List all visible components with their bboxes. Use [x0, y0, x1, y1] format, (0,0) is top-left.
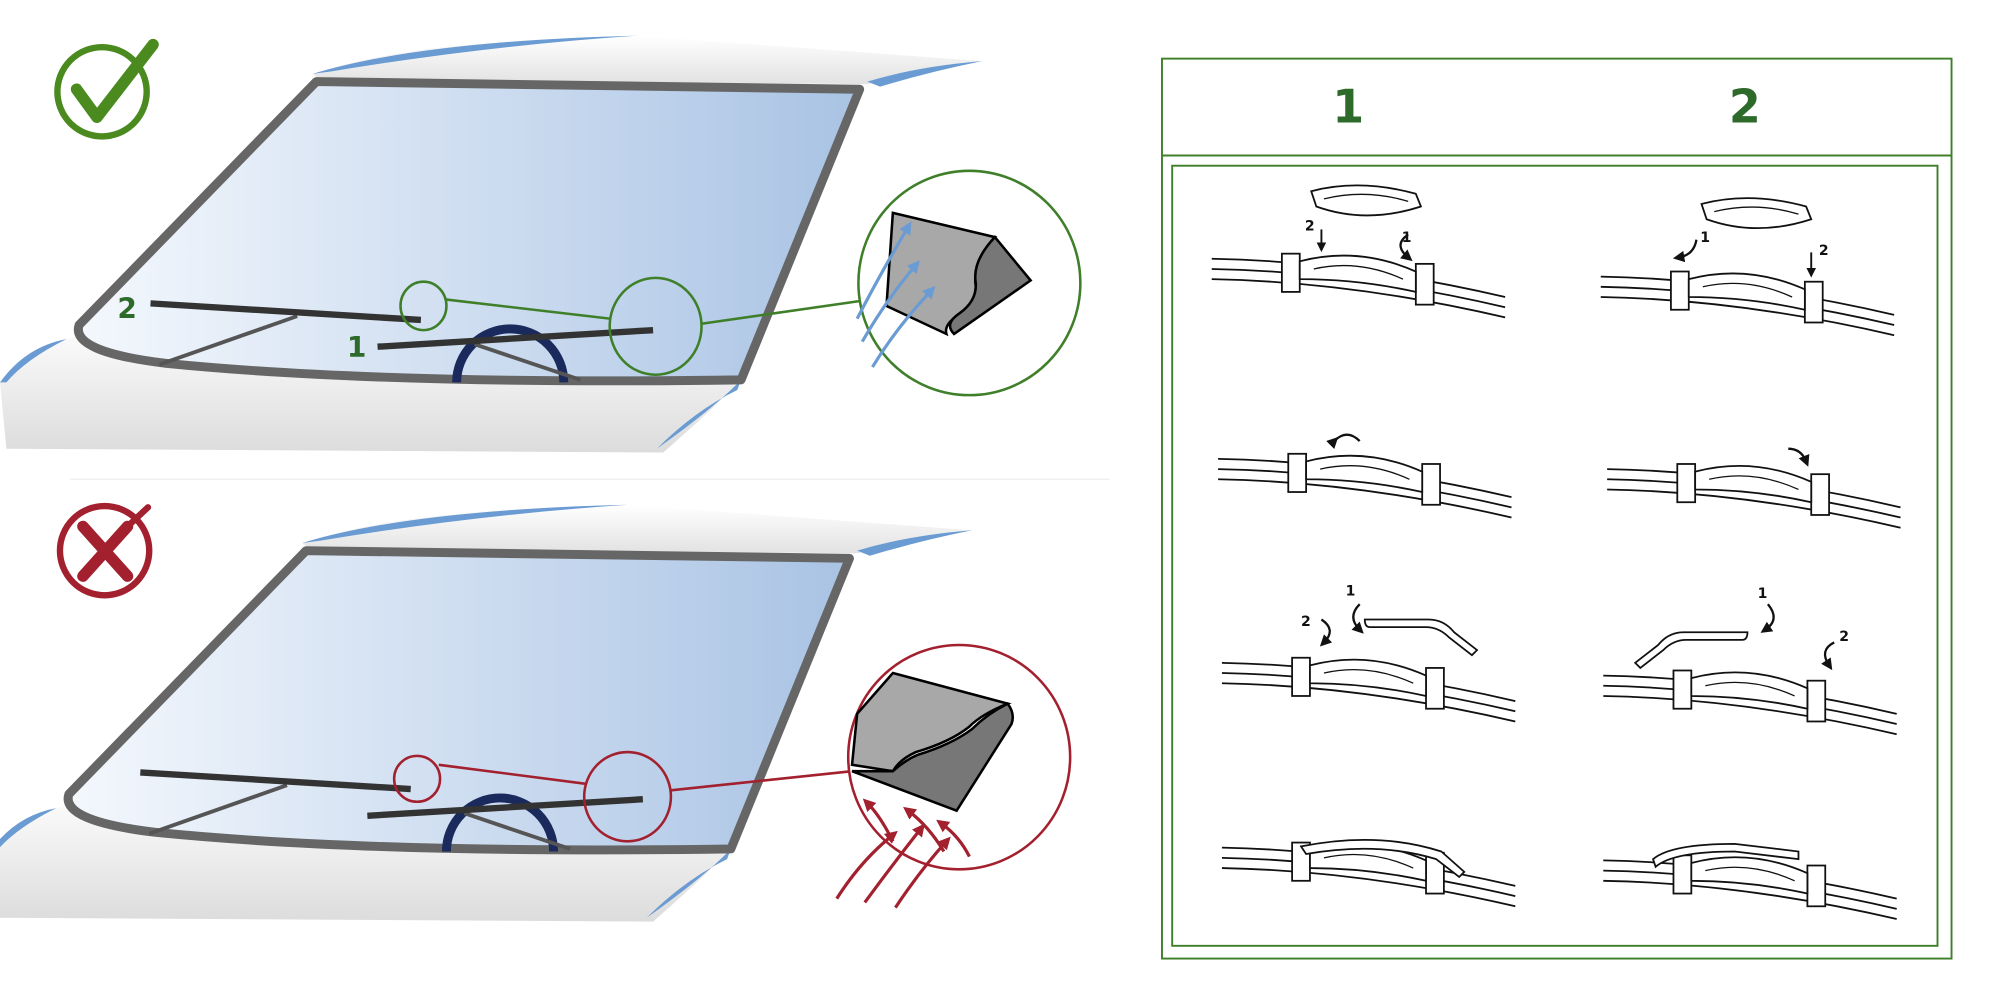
- blade-detail-correct: [855, 169, 1082, 397]
- step-mark: 1: [1402, 230, 1412, 246]
- step-mark: 2: [1819, 243, 1829, 259]
- wiper-label-2: 2: [117, 293, 137, 326]
- step-mark: 2: [1301, 614, 1311, 630]
- airflow-arrows: [855, 221, 936, 368]
- highlight-circle-small: [399, 280, 448, 332]
- cross-mark-icon: [56, 502, 153, 599]
- airflow-arrows: [835, 798, 971, 909]
- callout-line: [446, 298, 610, 320]
- step-1-col2: 1 2: [1599, 197, 1896, 337]
- step-2-col2: [1606, 447, 1902, 529]
- step-mark: 2: [1839, 629, 1849, 645]
- step-4-col1: [1221, 838, 1517, 908]
- step-3-col2: 1 2: [1602, 586, 1898, 736]
- callout-line: [670, 769, 853, 792]
- column-header-1: 1: [1332, 79, 1364, 133]
- step-mark: 2: [1305, 219, 1315, 235]
- step-3-col1: 1 2: [1221, 583, 1517, 723]
- step-mark: 1: [1700, 230, 1710, 246]
- step-2-col1: [1217, 433, 1513, 519]
- step-1-col1: 2 1: [1210, 184, 1506, 319]
- step-4-col2: [1602, 842, 1898, 920]
- step-mark: 1: [1758, 586, 1768, 602]
- installation-table: 1 2 2 1 1 2: [1161, 57, 1953, 960]
- highlight-circle-small: [392, 754, 442, 804]
- check-mark-icon: [54, 38, 159, 140]
- callout-line: [438, 763, 587, 786]
- highlight-circle-large: [608, 276, 703, 377]
- wiper-label-1: 1: [347, 331, 367, 364]
- step-mark: 1: [1346, 583, 1356, 599]
- blade-detail-incorrect: [835, 643, 1072, 909]
- correct-example: 2 1: [0, 36, 1082, 453]
- callout-line: [701, 299, 862, 326]
- column-header-2: 2: [1729, 79, 1761, 133]
- highlight-circle-large: [582, 750, 673, 843]
- incorrect-example: [0, 502, 1072, 922]
